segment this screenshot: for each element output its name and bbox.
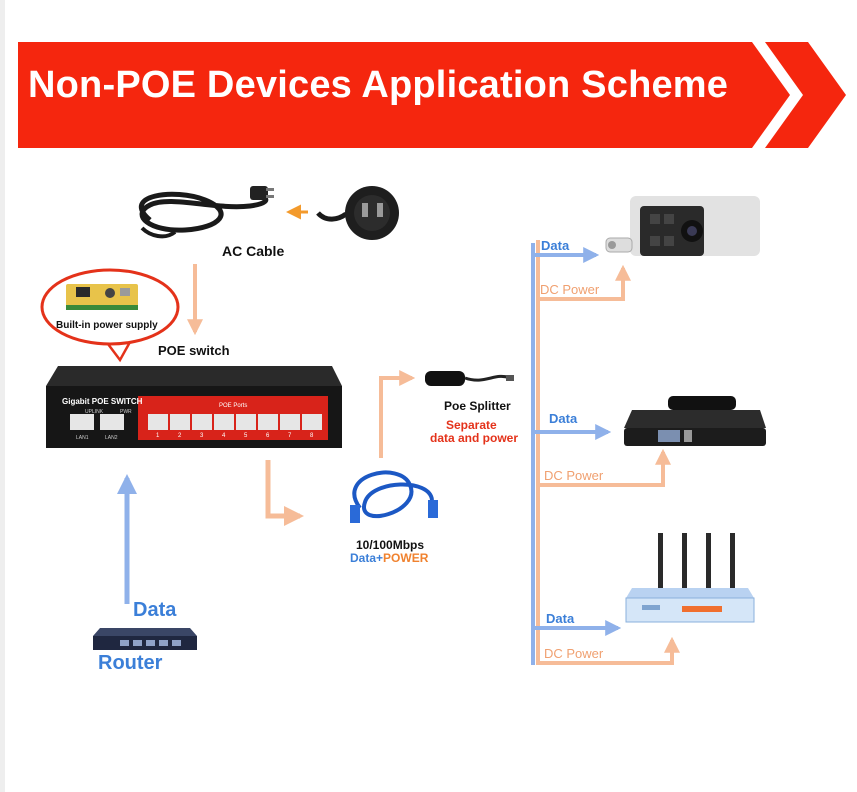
banner-chevron xyxy=(765,42,846,148)
wifi-router-data-label: Data xyxy=(546,611,575,626)
router-image xyxy=(93,628,197,650)
built-in-power-bubble xyxy=(40,268,180,363)
poe-switch-label: POE switch xyxy=(158,343,230,358)
ac-cable-label: AC Cable xyxy=(222,243,285,259)
title-banner xyxy=(18,42,790,148)
switch-port-number-3: 3 xyxy=(200,433,204,439)
switch-to-cable-arrow xyxy=(265,460,304,526)
switch-port-number-2: 2 xyxy=(178,433,182,439)
switch-port-number-7: 7 xyxy=(288,433,292,439)
switch-port-number-8: 8 xyxy=(310,433,314,439)
switch-brand-text: Gigabit POE SWITCH xyxy=(62,397,143,406)
phone-data-label: Data xyxy=(549,411,578,426)
switch-port-number-4: 4 xyxy=(222,433,226,439)
camera-power-arrow xyxy=(538,264,631,301)
poe-switch-image xyxy=(46,366,342,448)
left-margin-strip xyxy=(0,0,5,792)
wifi-router-image xyxy=(625,533,755,623)
built-in-power-label: Built-in power supply xyxy=(56,320,158,331)
data-plus-text: Data+ xyxy=(350,551,384,565)
poe-splitter-label: Poe Splitter xyxy=(444,399,511,413)
camera-power-label: DC Power xyxy=(540,282,600,297)
ip-camera-image xyxy=(605,196,760,256)
switch-uplink-text: UPLINK xyxy=(85,409,104,415)
network-cable-image xyxy=(350,470,438,523)
router-data-label: Data xyxy=(133,599,177,621)
switch-port-number-1: 1 xyxy=(156,433,160,439)
switch-port-number-5: 5 xyxy=(244,433,248,439)
cable-to-splitter-arrow xyxy=(379,370,416,458)
switch-pwr-text: PWR xyxy=(120,409,132,415)
switch-poe-ports-text: POE Ports xyxy=(219,403,247,409)
ac-cable-image xyxy=(139,186,274,239)
wifi-router-power-arrow xyxy=(538,636,680,665)
speed-label: 10/100Mbps xyxy=(356,538,425,552)
power-word-text: POWER xyxy=(383,551,429,565)
wifi-router-power-label: DC Power xyxy=(544,646,604,661)
separate-label-line2: data and power xyxy=(430,431,519,445)
poe-splitter-image xyxy=(425,371,514,386)
camera-data-label: Data xyxy=(541,238,570,253)
banner-title: Non-POE Devices Application Scheme xyxy=(28,64,729,106)
data-power-label: Data+POWER xyxy=(350,551,428,565)
separate-label-line1: Separate xyxy=(446,418,497,432)
phone-power-arrow xyxy=(538,448,671,487)
switch-lan1-text: LAN1 xyxy=(76,435,89,441)
switch-port-number-6: 6 xyxy=(266,433,270,439)
ip-phone-image xyxy=(624,396,766,446)
phone-power-label: DC Power xyxy=(544,468,604,483)
wall-plug-image xyxy=(316,186,399,240)
router-label: Router xyxy=(98,652,163,674)
switch-lan2-text: LAN2 xyxy=(105,435,118,441)
